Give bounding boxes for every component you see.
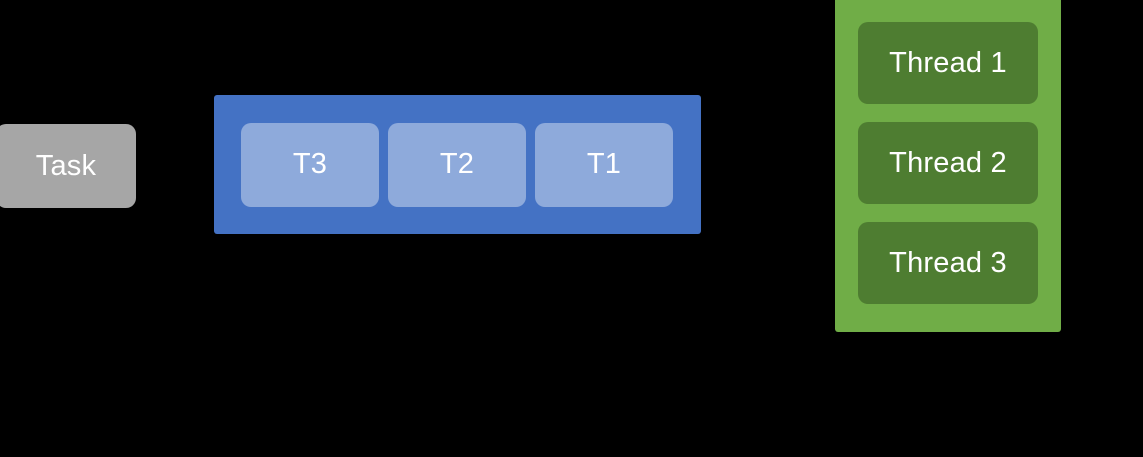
thread-item-label: Thread 2: [889, 146, 1007, 179]
thread-item-label: Thread 3: [889, 246, 1007, 279]
thread-item[interactable]: Thread 1: [858, 22, 1038, 104]
queue-item[interactable]: T2: [388, 122, 526, 207]
queue-item-label: T1: [586, 148, 622, 180]
thread-item[interactable]: Thread 3: [858, 222, 1038, 304]
task-label: Task: [35, 149, 97, 182]
thread-pool-panel: Thread 1 Thread 2 Thread 3: [835, 0, 1061, 332]
queue-item[interactable]: T1: [535, 122, 673, 207]
thread-item[interactable]: Thread 2: [858, 122, 1038, 204]
task-queue-panel: T3 T2 T1: [214, 95, 701, 234]
queue-item-label: T2: [439, 148, 475, 180]
task-node[interactable]: Task: [0, 124, 136, 208]
queue-item-label: T3: [292, 148, 328, 180]
queue-item[interactable]: T3: [241, 122, 379, 207]
thread-item-label: Thread 1: [889, 46, 1007, 79]
